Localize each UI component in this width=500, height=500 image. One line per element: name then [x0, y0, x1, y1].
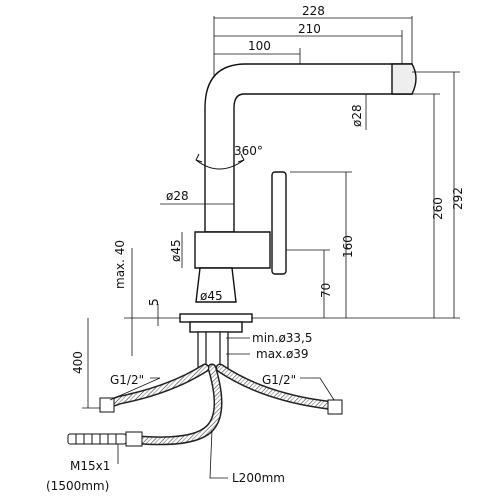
label-inlet-thread: M15x1 — [70, 459, 110, 473]
right-dimensions — [252, 71, 460, 319]
dim-spout-reach: 210 — [298, 22, 321, 36]
dim-hole-min: min.ø33,5 — [252, 331, 313, 345]
dim-collar-diameter: ø45 — [169, 239, 183, 262]
label-hose-length: L200mm — [232, 471, 285, 485]
dim-body-diameter: ø28 — [166, 189, 189, 203]
inlet-pipe — [67, 433, 127, 445]
counter-shank — [197, 331, 229, 369]
dim-overall-reach: 228 — [302, 4, 325, 18]
dim-max-thickness: max. 40 — [113, 240, 127, 289]
dim-height-total: 292 — [451, 187, 465, 210]
top-dimensions — [213, 16, 413, 108]
label-thread-right: G1/2" — [262, 373, 296, 387]
dim-lever-height: 70 — [319, 283, 333, 298]
dim-height-spout: 260 — [431, 197, 445, 220]
dim-base-diameter: ø45 — [200, 289, 223, 303]
dim-spout-diameter: ø28 — [350, 104, 364, 127]
label-thread-left: G1/2" — [110, 373, 144, 387]
dim-hose-drop: 400 — [71, 351, 85, 374]
faucet-body — [179, 63, 417, 333]
dim-hole-max: max.ø39 — [256, 347, 309, 361]
callout-leaders — [109, 377, 335, 479]
dim-gap: 5 — [147, 298, 161, 306]
dim-handle-height: 160 — [341, 235, 355, 258]
dim-rotation: 360° — [234, 144, 263, 158]
rotation-arrow-icon — [195, 153, 245, 170]
label-inlet-length: (1500mm) — [46, 479, 109, 493]
dim-spout-offset: 100 — [248, 39, 271, 53]
